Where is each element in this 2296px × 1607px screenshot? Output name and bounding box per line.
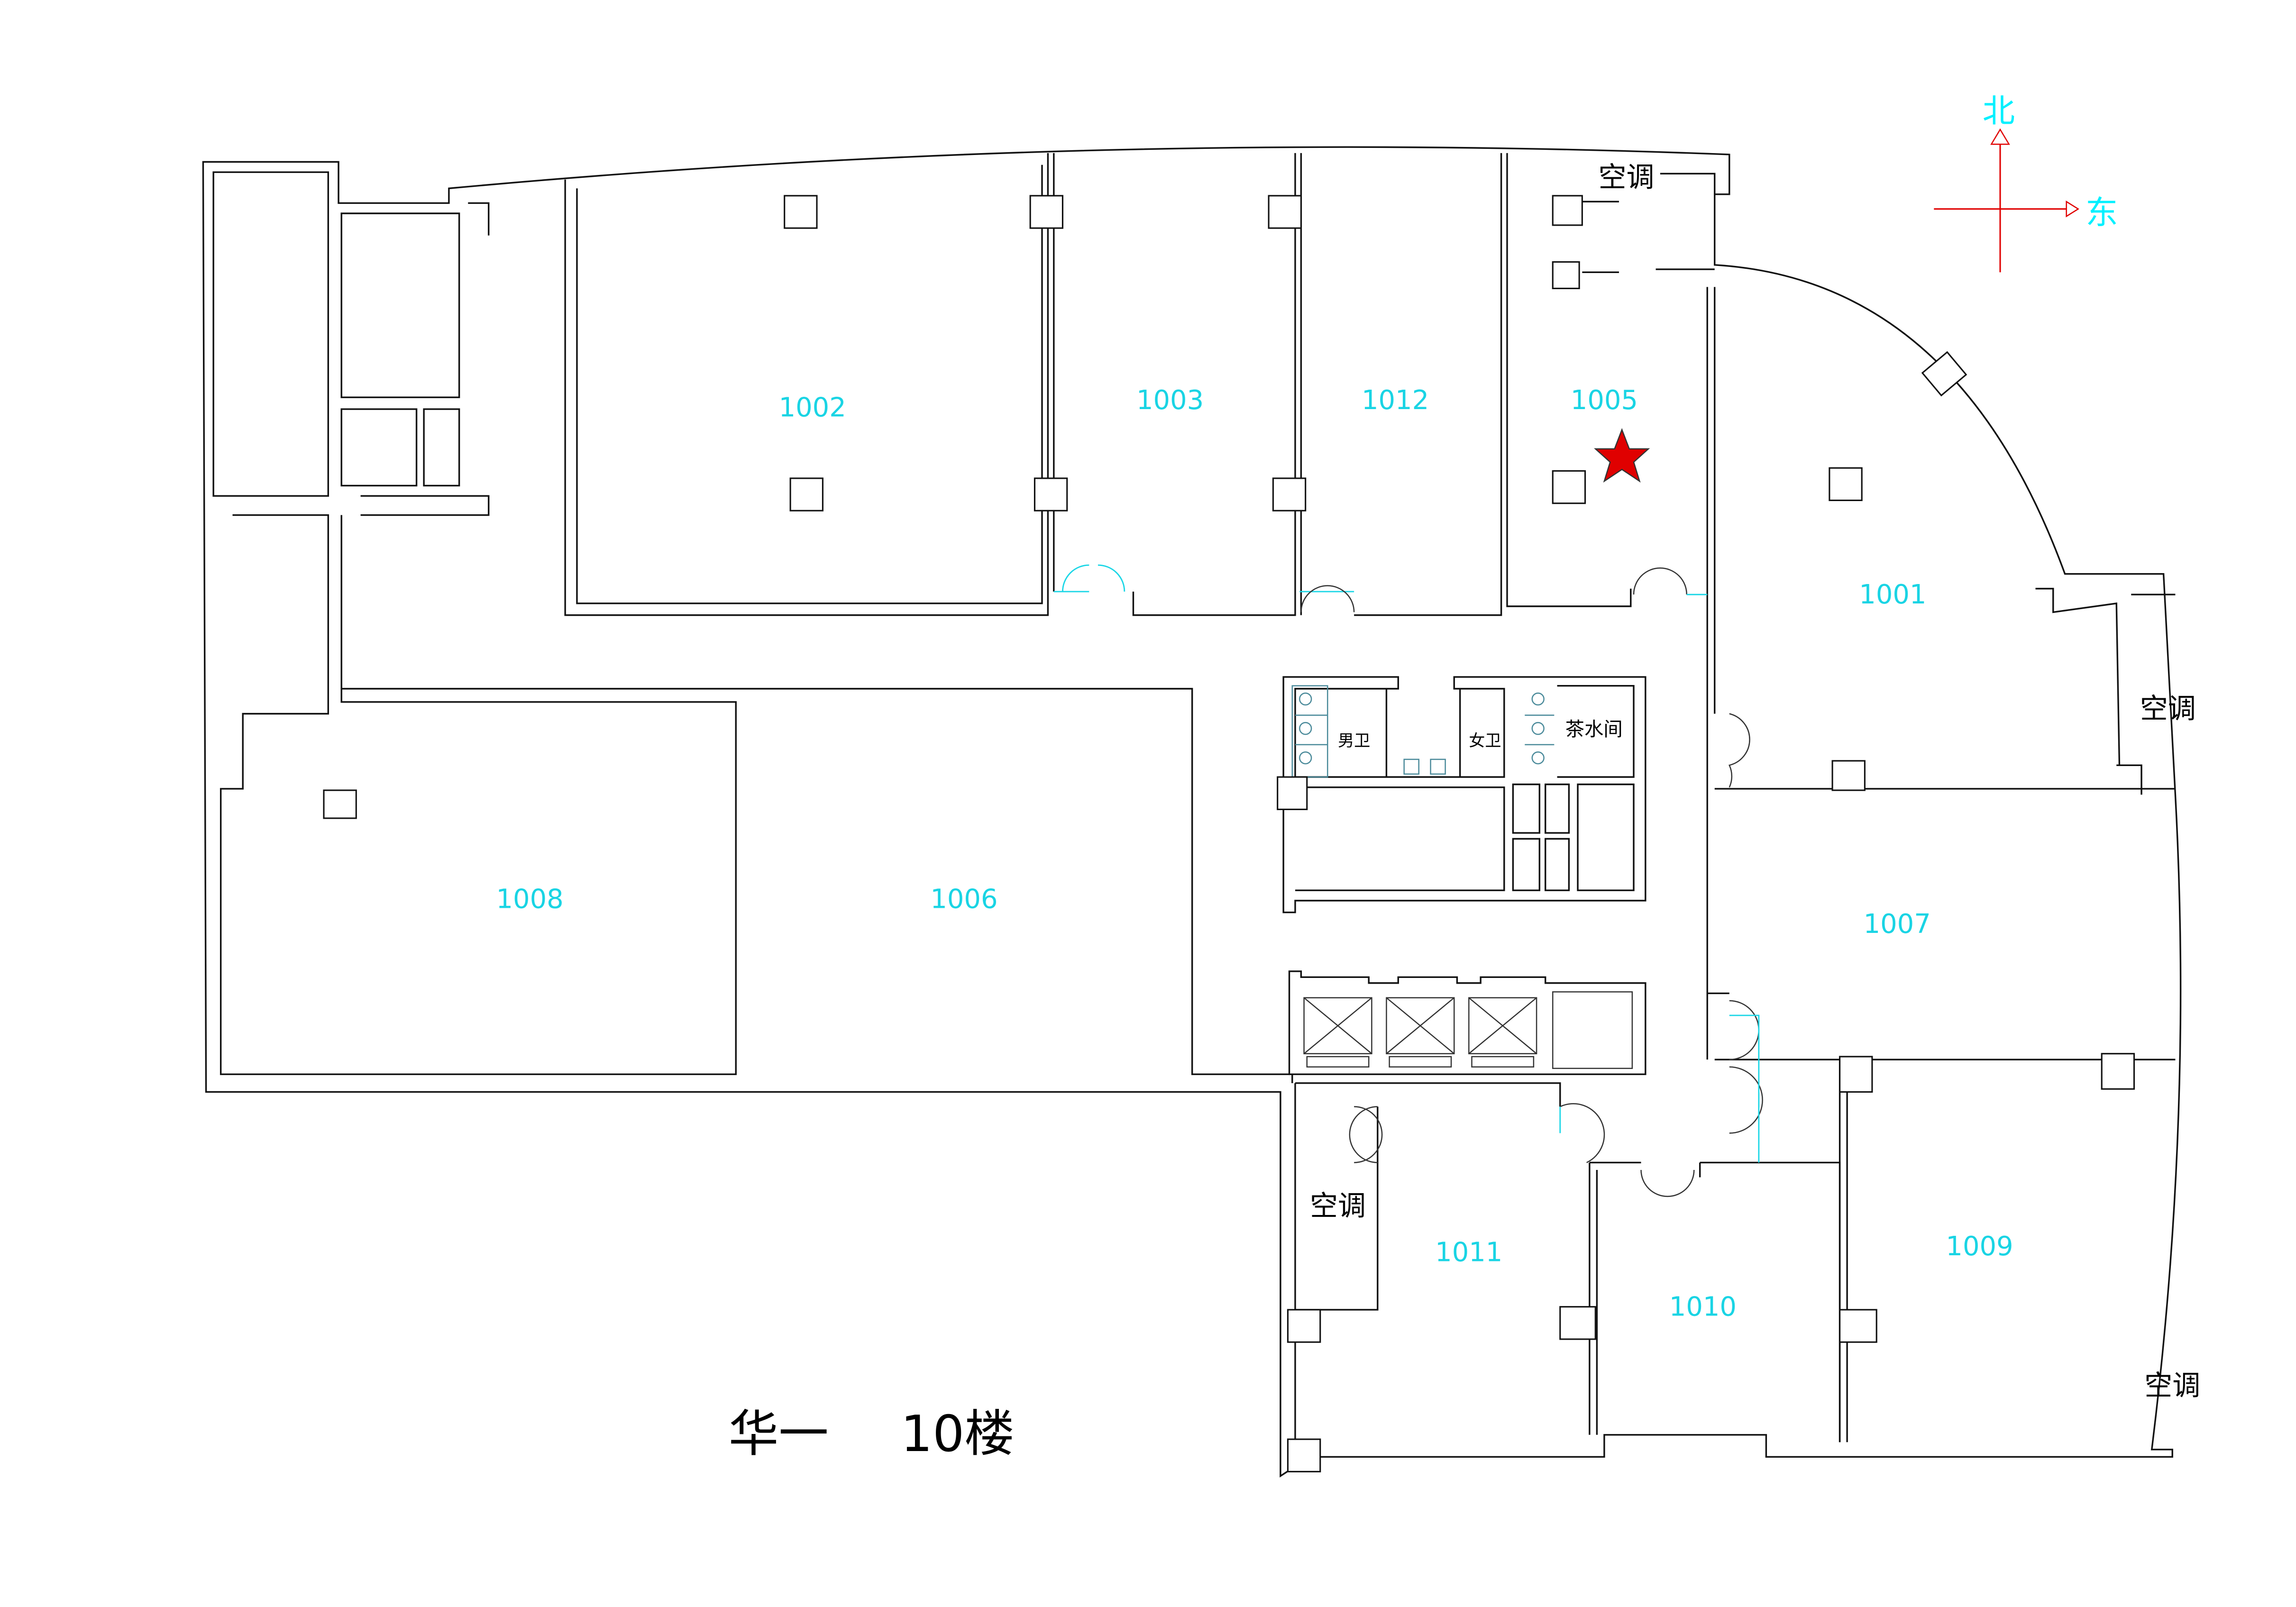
mens-restroom-label: 男卫 <box>1338 731 1370 750</box>
building-name: 华一 <box>729 1405 829 1463</box>
east-walls <box>1706 588 2176 1443</box>
east-label: 东 <box>2086 194 2118 232</box>
elevator-bank <box>1288 970 1647 1075</box>
room-1001-label: 1001 <box>1859 579 1926 610</box>
ac-label-south: 空调 <box>1310 1189 1366 1222</box>
ac-label-east: 空调 <box>2140 692 2196 725</box>
floor-label: 10楼 <box>901 1405 1015 1463</box>
room-1010-label: 1010 <box>1669 1291 1737 1322</box>
inner-outline <box>212 171 1293 1083</box>
east-arrow-icon <box>2066 201 2079 218</box>
doors <box>1053 564 1763 1197</box>
room-1009-label: 1009 <box>1946 1231 2013 1262</box>
room-1002-label: 1002 <box>779 393 846 423</box>
room-1005-label: 1005 <box>1571 385 1638 416</box>
room-1008-label: 1008 <box>496 884 564 914</box>
north-arrow-icon <box>1990 128 2010 145</box>
room-1003-label: 1003 <box>1136 385 1204 416</box>
compass: 北 东 <box>1934 93 2118 273</box>
core-block <box>1282 676 1647 913</box>
south-rooms <box>1294 1082 1841 1457</box>
womens-restroom-label: 女卫 <box>1469 731 1501 750</box>
outer-wall <box>202 146 2182 1478</box>
room-1006-label: 1006 <box>930 884 997 914</box>
room-1012-label: 1012 <box>1362 385 1429 416</box>
room-1003-walls <box>1053 153 1716 714</box>
left-rooms <box>340 202 490 689</box>
tea-room-label: 茶水间 <box>1565 718 1623 740</box>
location-star-marker <box>1594 428 1650 483</box>
restroom-fixtures <box>1291 685 1555 778</box>
room-1007-label: 1007 <box>1864 909 1931 940</box>
room-1011-label: 1011 <box>1435 1237 1502 1268</box>
north-label: 北 <box>1983 93 2015 130</box>
columns <box>323 173 2135 1472</box>
ac-label-north: 空调 <box>1598 161 1654 193</box>
ac-label-southeast: 空调 <box>2144 1369 2200 1402</box>
room-1002-walls <box>564 153 1049 616</box>
